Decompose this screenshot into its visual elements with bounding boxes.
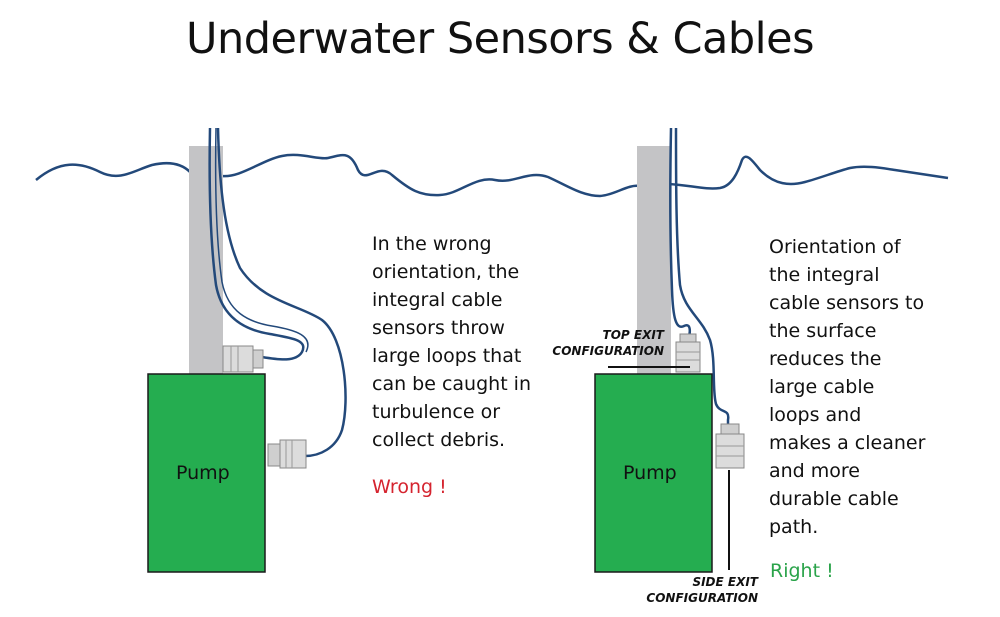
right-description-line: path. bbox=[769, 516, 819, 538]
right-description-line: reduces the bbox=[769, 348, 882, 370]
water-surface bbox=[35, 153, 949, 198]
wrong-description-line: orientation, the bbox=[372, 261, 520, 283]
right-side-sensor bbox=[715, 423, 745, 469]
right-description-line: cable sensors to bbox=[769, 292, 925, 314]
page-title: Underwater Sensors & Cables bbox=[186, 14, 814, 64]
wrong-description-line: In the wrong bbox=[372, 233, 492, 255]
wrong-description-line: can be caught in bbox=[372, 373, 532, 395]
wrong-description-line: integral cable bbox=[372, 289, 503, 311]
top-exit-label-line: TOP EXIT bbox=[602, 328, 664, 342]
top-exit-label: TOP EXIT CONFIGURATION bbox=[552, 327, 664, 359]
right-description-line: Orientation of bbox=[769, 236, 901, 258]
right-description-line: durable cable bbox=[769, 488, 899, 510]
wrong-verdict: Wrong ! bbox=[372, 476, 447, 498]
left-cable-side-sensor bbox=[216, 127, 347, 458]
right-description-line: makes a cleaner bbox=[769, 432, 926, 454]
left-top-sensor bbox=[222, 345, 264, 373]
left-pump-label: Pump bbox=[176, 462, 230, 484]
left-cable-top-sensor bbox=[208, 127, 305, 361]
top-exit-label-line: CONFIGURATION bbox=[552, 344, 664, 358]
wrong-description-line: collect debris. bbox=[372, 429, 506, 451]
left-cable-top-sensor-inner bbox=[214, 127, 309, 353]
right-pump-label: Pump bbox=[623, 462, 677, 484]
right-description-line: the integral bbox=[769, 264, 880, 286]
right-pipe bbox=[637, 146, 671, 377]
right-cable-top-sensor bbox=[669, 127, 691, 341]
right-description-line: the surface bbox=[769, 320, 877, 342]
wrong-description-line: large loops that bbox=[372, 345, 522, 367]
side-exit-label-line: SIDE EXIT bbox=[692, 575, 758, 589]
left-pipe bbox=[189, 146, 223, 377]
wrong-description: In the wrong orientation, the integral c… bbox=[372, 230, 531, 454]
right-cable-side-sensor bbox=[674, 127, 730, 428]
left-side-sensor bbox=[267, 439, 307, 469]
right-description-line: loops and bbox=[769, 404, 862, 426]
right-description-line: large cable bbox=[769, 376, 875, 398]
right-description: Orientation of the integral cable sensor… bbox=[769, 233, 925, 541]
right-verdict: Right ! bbox=[770, 560, 834, 582]
right-description-line: and more bbox=[769, 460, 861, 482]
right-pump-body bbox=[594, 373, 713, 573]
side-exit-label-line: CONFIGURATION bbox=[646, 591, 758, 605]
left-pump-body bbox=[147, 373, 266, 573]
wrong-description-line: sensors throw bbox=[372, 317, 505, 339]
wrong-description-line: turbulence or bbox=[372, 401, 501, 423]
side-exit-label: SIDE EXIT CONFIGURATION bbox=[646, 574, 758, 606]
